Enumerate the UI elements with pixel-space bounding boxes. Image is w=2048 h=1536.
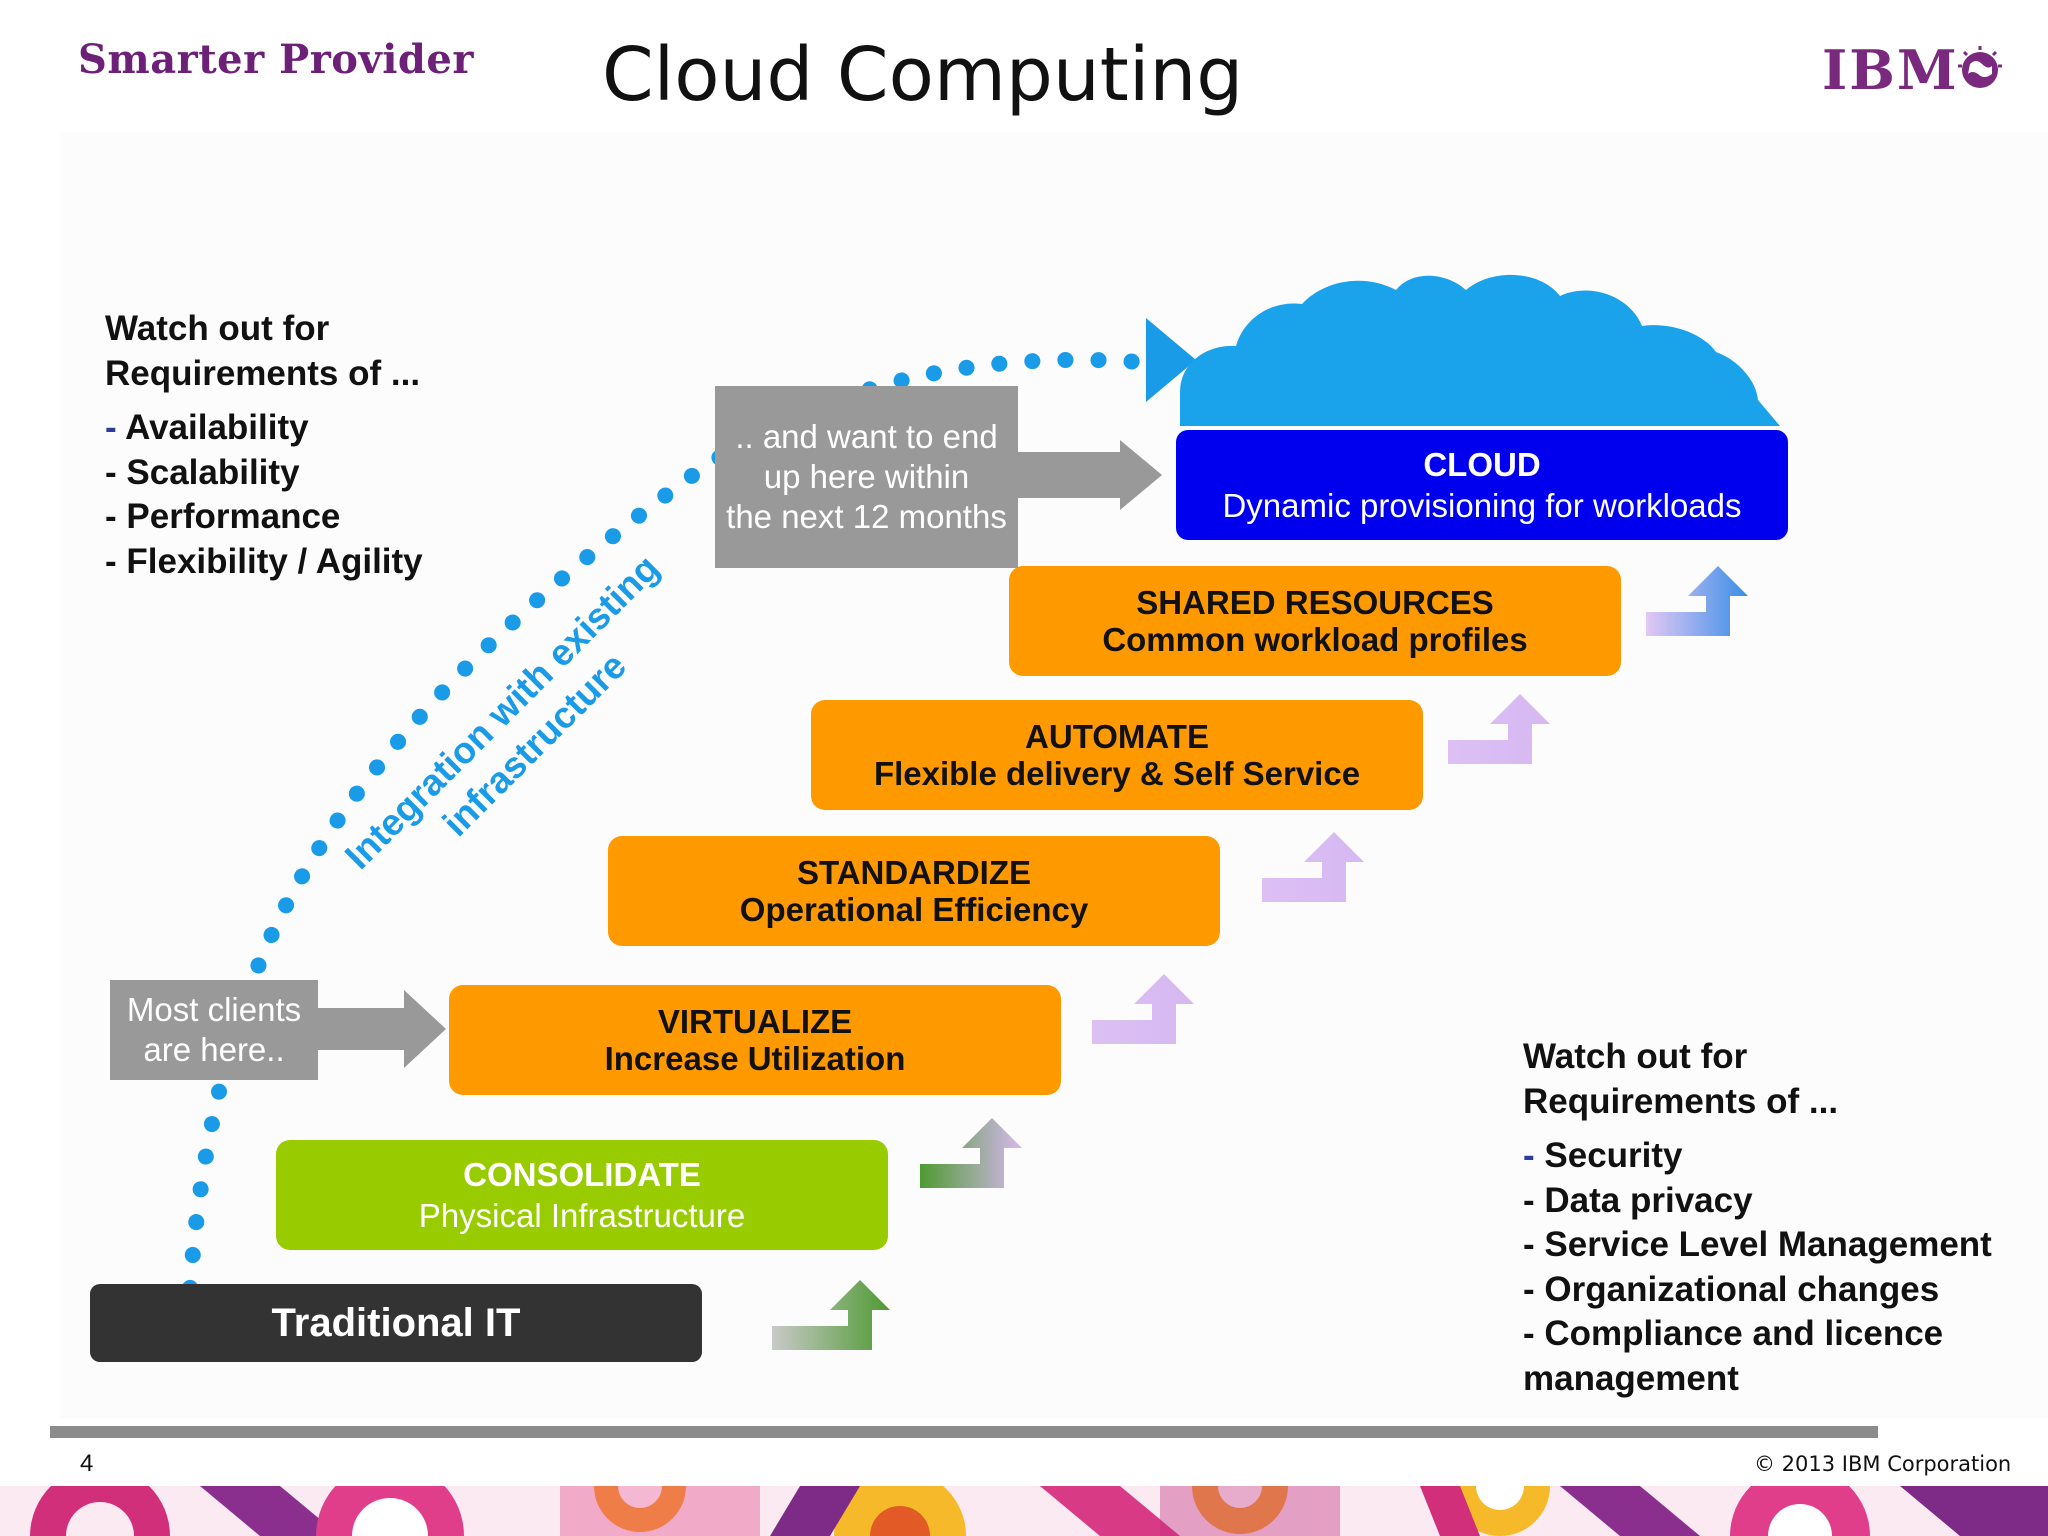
right-note-item: management (1523, 1358, 1739, 1398)
step-title: AUTOMATE (1025, 718, 1209, 755)
step-up-arrow-icon (1646, 566, 1748, 636)
step-subtitle: Flexible delivery & Self Service (873, 755, 1361, 792)
right-note-item: - Security (1523, 1136, 1683, 1175)
left-note-item: - Flexibility / Agility (105, 541, 423, 581)
decorative-band (0, 1486, 2048, 1536)
step-title: STANDARDIZE (796, 854, 1032, 891)
step-traditional-it: Traditional IT (90, 1284, 702, 1362)
right-requirements-note: Watch out for Requirements of ... - Secu… (1523, 1034, 1992, 1401)
left-note-heading-1: Watch out for (105, 309, 330, 348)
globe-icon (1958, 46, 2002, 88)
integration-arrowhead-icon (1146, 318, 1196, 402)
step-title: Traditional IT (271, 1300, 521, 1345)
cloud-icon (1180, 274, 1780, 426)
step-title: VIRTUALIZE (657, 1003, 853, 1040)
left-note-heading-2: Requirements of ... (105, 354, 421, 393)
callout-line: up here within (763, 458, 970, 495)
right-note-item: - Service Level Management (1523, 1225, 1992, 1264)
step-subtitle: Physical Infrastructure (418, 1197, 746, 1234)
callout-line: Most clients (126, 991, 302, 1028)
left-note-item: - Performance (105, 497, 341, 536)
step-up-arrow-icon (920, 1118, 1022, 1188)
step-up-arrow-icon (1092, 974, 1194, 1044)
copyright: © 2013 IBM Corporation (1754, 1452, 2012, 1476)
footer-divider (50, 1426, 1878, 1438)
step-shared-resources: SHARED RESOURCES Common workload profile… (1009, 566, 1621, 676)
right-note-heading-2: Requirements of ... (1523, 1082, 1839, 1121)
right-note-item: - Organizational changes (1523, 1269, 1940, 1309)
left-note-item: - Scalability (105, 452, 300, 492)
callout-line: the next 12 months (726, 498, 1007, 535)
step-title: SHARED RESOURCES (1136, 584, 1494, 621)
step-consolidate: CONSOLIDATE Physical Infrastructure (276, 1140, 888, 1250)
right-note-item: - Compliance and licence (1523, 1314, 1944, 1353)
most-clients-arrow-icon (316, 990, 446, 1068)
step-subtitle: Dynamic provisioning for workloads (1222, 487, 1742, 524)
want-end-callout: .. and want to end up here within the ne… (715, 386, 1018, 568)
step-title: CONSOLIDATE (463, 1156, 701, 1193)
step-subtitle: Increase Utilization (604, 1040, 906, 1077)
want-end-arrow-icon (1016, 440, 1162, 510)
page-title: Cloud Computing (602, 32, 1244, 118)
right-note-item: - Data privacy (1523, 1180, 1753, 1220)
left-requirements-note: Watch out for Requirements of ... - Avai… (105, 306, 423, 584)
step-up-arrow-icon (772, 1280, 890, 1350)
step-title: CLOUD (1423, 446, 1541, 483)
step-subtitle: Common workload profiles (1102, 621, 1528, 658)
page-number: 4 (80, 1450, 94, 1477)
most-clients-callout: Most clients are here.. (110, 980, 318, 1080)
left-note-item: - Availability (105, 408, 309, 447)
step-virtualize: VIRTUALIZE Increase Utilization (449, 985, 1061, 1095)
step-up-arrow-icon (1448, 694, 1550, 764)
step-automate: AUTOMATE Flexible delivery & Self Servic… (811, 700, 1423, 810)
step-standardize: STANDARDIZE Operational Efficiency (608, 836, 1220, 946)
step-subtitle: Operational Efficiency (739, 891, 1089, 928)
step-up-arrow-icon (1262, 832, 1364, 902)
ibm-logo: IBM (1822, 38, 1959, 102)
callout-line: are here.. (143, 1031, 285, 1068)
right-note-heading-1: Watch out for (1523, 1037, 1748, 1076)
callout-line: .. and want to end (735, 418, 998, 455)
brand-name: Smarter Provider (78, 36, 474, 83)
step-cloud: CLOUD Dynamic provisioning for workloads (1176, 430, 1788, 540)
